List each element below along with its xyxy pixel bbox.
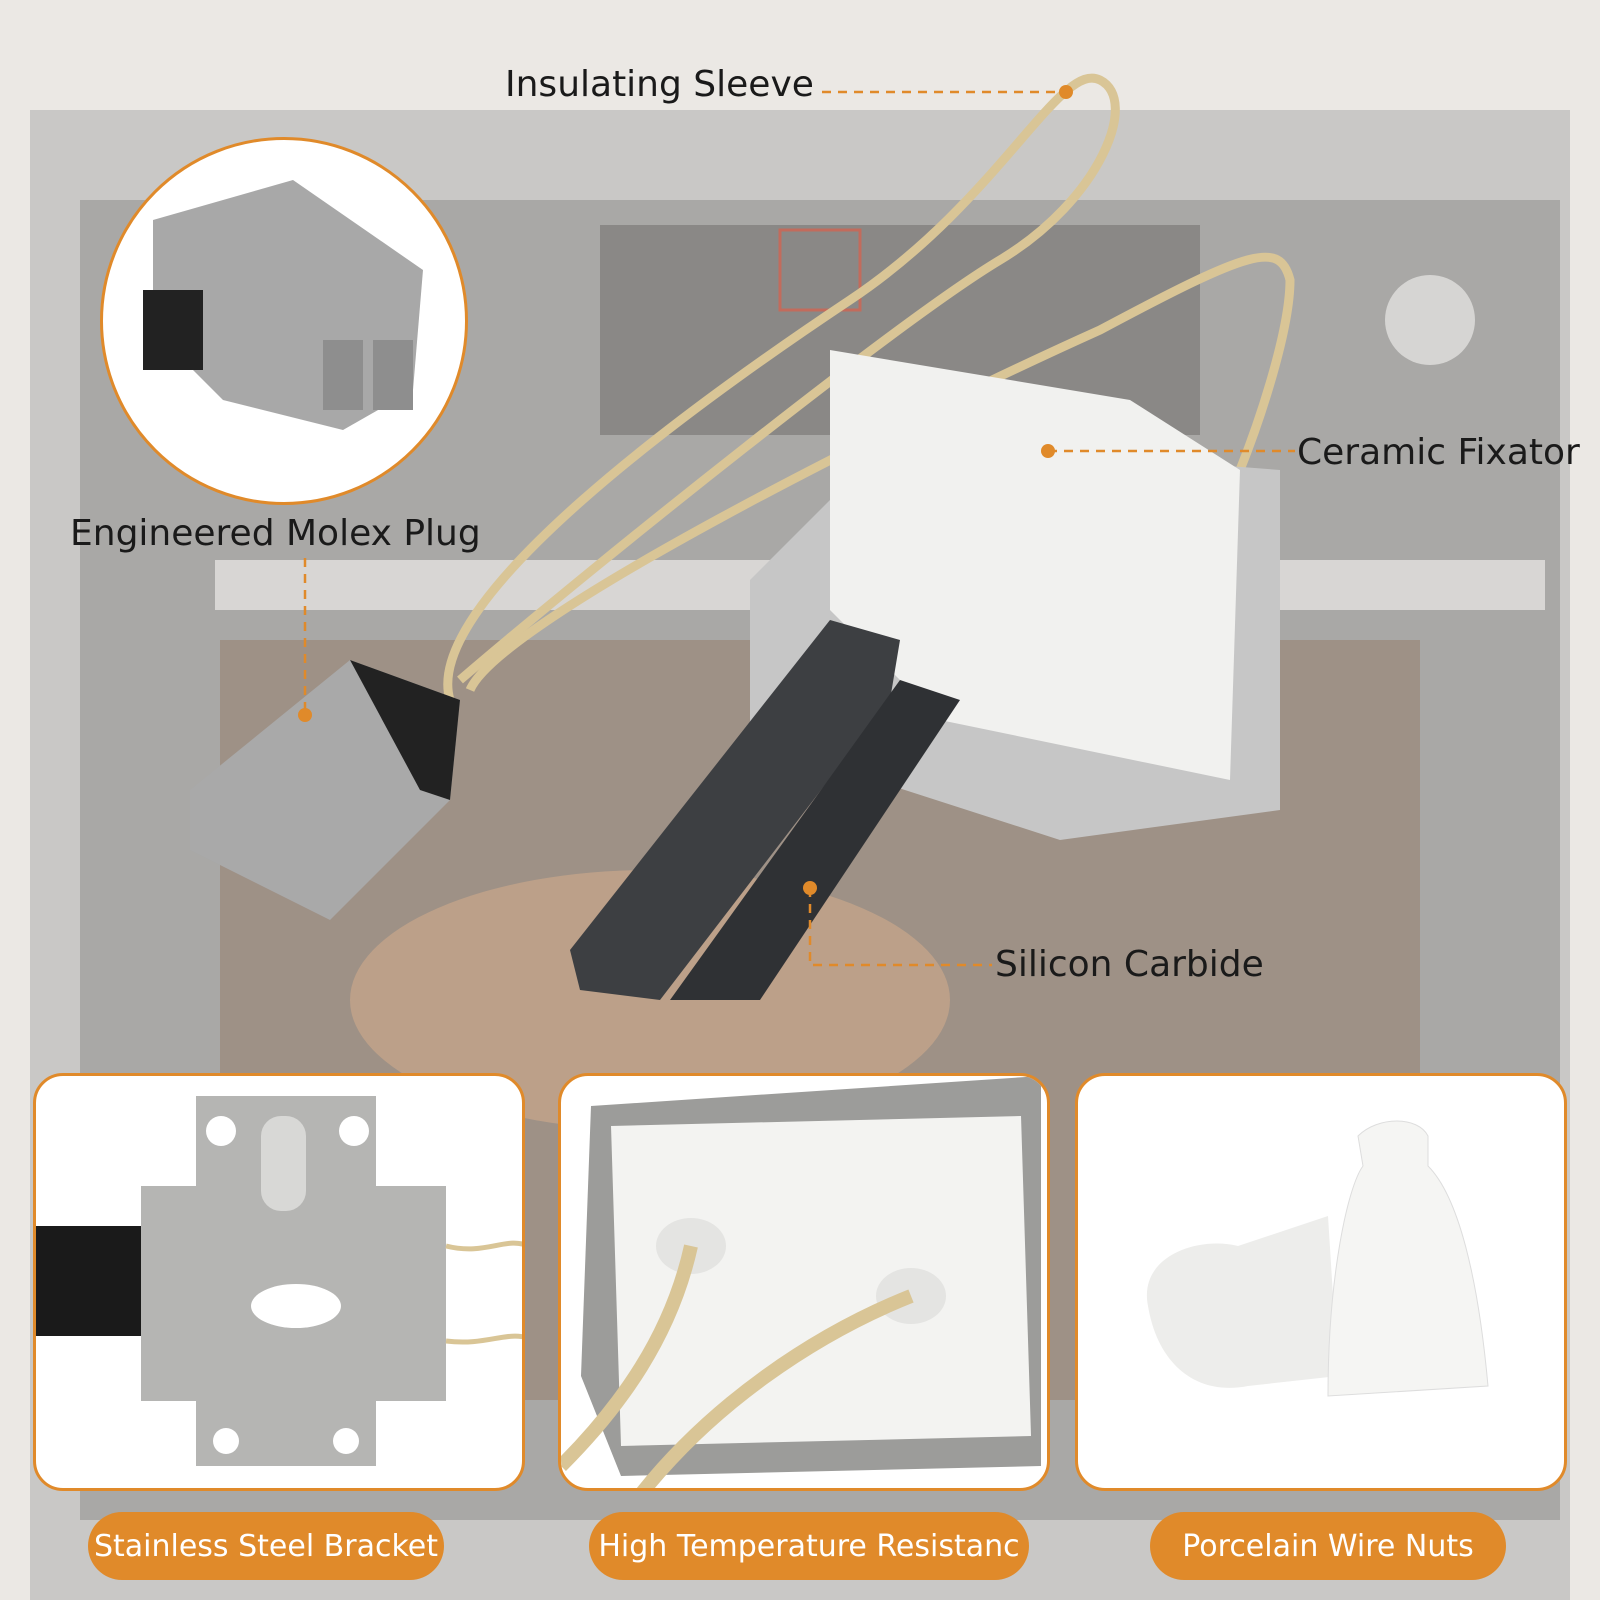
callout-silicon-carbide: Silicon Carbide [995, 944, 1264, 985]
callout-molex-plug: Engineered Molex Plug [70, 513, 481, 554]
feature-pill-stainless-steel-bracket: Stainless Steel Bracket [88, 1512, 444, 1580]
feature-pill-high-temperature: High Temperature Resistanc [589, 1512, 1029, 1580]
porcelain-wire-nuts-panel [1075, 1073, 1567, 1491]
high-temperature-panel [558, 1073, 1050, 1491]
molex-plug [190, 660, 460, 920]
callout-ceramic-fixator: Ceramic Fixator [1297, 432, 1580, 473]
molex-plug-detail-circle [100, 137, 468, 505]
feature-pill-porcelain-wire-nuts: Porcelain Wire Nuts [1150, 1512, 1506, 1580]
stainless-steel-bracket-panel [33, 1073, 525, 1491]
callout-insulating-sleeve: Insulating Sleeve [505, 64, 814, 105]
